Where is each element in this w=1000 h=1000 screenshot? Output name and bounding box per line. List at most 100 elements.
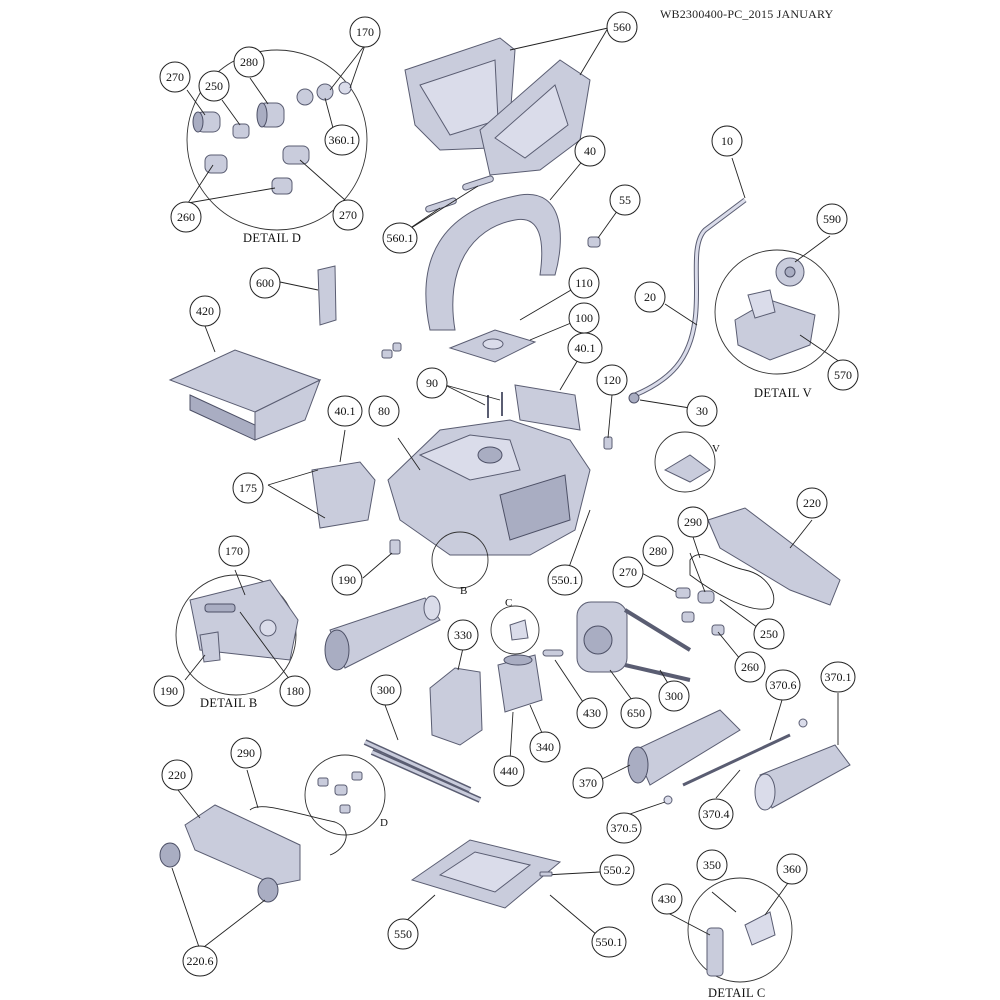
- callout-circle: [233, 46, 265, 78]
- callout-label: 340: [536, 740, 554, 754]
- callout-label: 360: [783, 862, 801, 876]
- callout-circle: [182, 945, 218, 977]
- callout-circle: [493, 755, 525, 787]
- part-270-roller-2: [282, 145, 310, 165]
- callout-c250b: 250: [753, 618, 785, 650]
- callout-c190b: 190: [153, 675, 185, 707]
- callout-circle: [368, 395, 400, 427]
- callout-c650: 650: [620, 697, 652, 729]
- callout-label: 270: [166, 70, 184, 84]
- callout-label: 80: [378, 404, 390, 418]
- callout-circle: [651, 883, 683, 915]
- callout-label: 55: [619, 193, 631, 207]
- view-b-circle: [431, 531, 489, 589]
- callout-circle: [591, 926, 627, 958]
- callout-c170b: 170: [218, 535, 250, 567]
- callout-label: 100: [575, 311, 593, 325]
- callout-c550-1a: 550.1: [547, 564, 583, 596]
- callout-circle: [382, 222, 418, 254]
- view-b-letter: B: [460, 585, 467, 597]
- callout-c100: 100: [568, 302, 600, 334]
- callout-c40-1b: 40.1: [327, 395, 363, 427]
- callout-circle: [606, 812, 642, 844]
- callout-circle: [686, 395, 718, 427]
- callout-label: 190: [338, 573, 356, 587]
- callout-label: 40.1: [335, 404, 356, 418]
- leader-360: [764, 882, 789, 916]
- part-260-roller: [204, 154, 293, 195]
- callout-circle: [249, 267, 281, 299]
- callout-label: 270: [339, 208, 357, 222]
- part-80-chassis: [387, 419, 591, 556]
- callout-label: 370.4: [703, 807, 730, 821]
- part-270-roller: [192, 111, 221, 133]
- callout-c30: 30: [686, 395, 718, 427]
- callout-c360-1: 360.1: [324, 124, 360, 156]
- callout-c370-1: 370.1: [820, 661, 856, 693]
- part-20-hose: [628, 157, 747, 409]
- part-280-gear: [256, 102, 285, 128]
- part-430-shaft-detail: [706, 927, 724, 977]
- callout-circle: [161, 759, 193, 791]
- callout-c370-4: 370.4: [698, 798, 734, 830]
- callout-circle: [734, 651, 766, 683]
- callout-circle: [324, 124, 360, 156]
- callout-label: 170: [356, 25, 374, 39]
- callout-label: 190: [160, 684, 178, 698]
- callout-label: 370.1: [825, 670, 852, 684]
- callout-circle: [827, 359, 859, 391]
- callout-c550-2: 550.2: [599, 854, 635, 886]
- callout-circle: [642, 535, 674, 567]
- part-40-handle: [425, 151, 591, 331]
- callout-c190a: 190: [331, 564, 363, 596]
- part-430-shaft: [542, 649, 586, 706]
- callout-circle: [153, 675, 185, 707]
- callout-c300b: 300: [658, 680, 690, 712]
- callout-c170a: 170: [349, 16, 381, 48]
- callout-label: 10: [721, 134, 733, 148]
- part-left-drum: [324, 595, 441, 671]
- callout-label: 430: [583, 706, 601, 720]
- callout-c430b: 430: [651, 883, 683, 915]
- callout-circle: [198, 70, 230, 102]
- callout-c550-1b: 550.1: [591, 926, 627, 958]
- part-370-5-washer: [663, 795, 673, 805]
- part-590-gear: [775, 257, 805, 287]
- callout-label: 550.1: [596, 935, 623, 949]
- part-170-washer: [296, 81, 352, 106]
- part-420-filter-basket: [168, 325, 322, 441]
- part-350-impeller: [744, 911, 776, 946]
- detail-b-group: DETAIL B: [175, 569, 299, 710]
- view-c-circle: [490, 605, 540, 655]
- callout-c270b: 270: [332, 199, 364, 231]
- leader-350: [711, 891, 737, 913]
- callout-label: 290: [684, 515, 702, 529]
- callout-circle: [696, 849, 728, 881]
- callout-label: 260: [741, 660, 759, 674]
- callout-label: 560: [613, 20, 631, 34]
- callout-circle: [609, 184, 641, 216]
- callout-circle: [612, 556, 644, 588]
- view-d-circle: [304, 754, 386, 836]
- view-d-letter: D: [380, 817, 388, 829]
- part-v-preview: [663, 454, 711, 483]
- part-c-preview: [509, 619, 529, 641]
- callout-label: 110: [575, 276, 593, 290]
- part-190-clip: [362, 539, 401, 579]
- callout-label: 650: [627, 706, 645, 720]
- callout-circle: [677, 506, 709, 538]
- callout-c110: 110: [568, 267, 600, 299]
- view-v-letter: V: [712, 443, 720, 455]
- callout-circle: [606, 11, 638, 43]
- part-550-base-plate: [404, 839, 601, 936]
- callout-circle: [698, 798, 734, 830]
- callout-circle: [567, 332, 603, 364]
- callout-circle: [529, 731, 561, 763]
- callout-c440: 440: [493, 755, 525, 787]
- callout-circle: [820, 661, 856, 693]
- callout-c220-6: 220.6: [182, 945, 218, 977]
- callout-c590: 590: [816, 203, 848, 235]
- callout-c340: 340: [529, 731, 561, 763]
- part-370-4-axle: [682, 733, 791, 799]
